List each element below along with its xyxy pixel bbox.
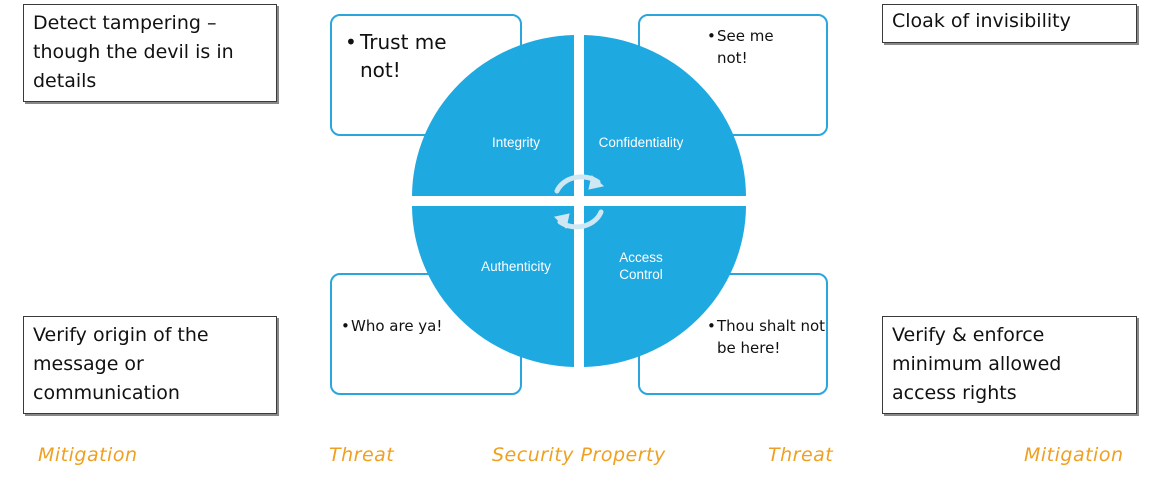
threat-access-control: • Thou shalt not be here! (707, 315, 827, 359)
bullet-dot: • (345, 30, 357, 54)
property-authenticity: Authenticity (481, 259, 551, 274)
quadrant-confidentiality (584, 35, 746, 196)
mitigation-authenticity: Verify origin of the message or communic… (23, 316, 277, 414)
mitigation-integrity-text: Detect tampering – though the devil is i… (33, 12, 234, 92)
quadrant-integrity (412, 35, 574, 196)
footer-threat-right: Threat (768, 444, 834, 466)
mitigation-authenticity-text: Verify origin of the message or communic… (33, 324, 209, 404)
footer-security-property: Security Property (492, 444, 666, 466)
property-access-control-line2: Control (619, 267, 663, 282)
quadrant-access-control (584, 206, 746, 367)
threat-access-control-text: Thou shalt not be here! (717, 317, 826, 357)
mitigation-confidentiality-text: Cloak of invisibility (892, 10, 1071, 32)
mitigation-integrity: Detect tampering – though the devil is i… (23, 4, 277, 102)
bullet-dot: • (707, 317, 716, 335)
footer-mitigation-right: Mitigation (1024, 444, 1124, 466)
property-confidentiality: Confidentiality (599, 135, 684, 150)
quadrant-authenticity (412, 206, 574, 367)
property-integrity: Integrity (492, 135, 540, 150)
threat-integrity-text: Trust me not! (360, 30, 447, 82)
mitigation-access-control: Verify & enforce minimum allowed access … (882, 316, 1137, 414)
threat-integrity: • Trust me not! (345, 28, 485, 84)
property-access-control-line1: Access (619, 250, 663, 265)
footer-threat-left: Threat (329, 444, 395, 466)
threat-confidentiality-text: See me not! (717, 27, 774, 67)
cycle-arrows-icon (553, 174, 605, 230)
footer-mitigation-left: Mitigation (38, 444, 138, 466)
mitigation-access-control-text: Verify & enforce minimum allowed access … (892, 324, 1062, 404)
threat-authenticity-text: Who are ya! (351, 317, 443, 335)
bullet-dot: • (341, 317, 350, 335)
threat-authenticity: • Who are ya! (341, 315, 451, 337)
bullet-dot: • (707, 27, 716, 45)
threat-confidentiality: • See me not! (707, 25, 807, 69)
mitigation-confidentiality: Cloak of invisibility (882, 4, 1137, 43)
